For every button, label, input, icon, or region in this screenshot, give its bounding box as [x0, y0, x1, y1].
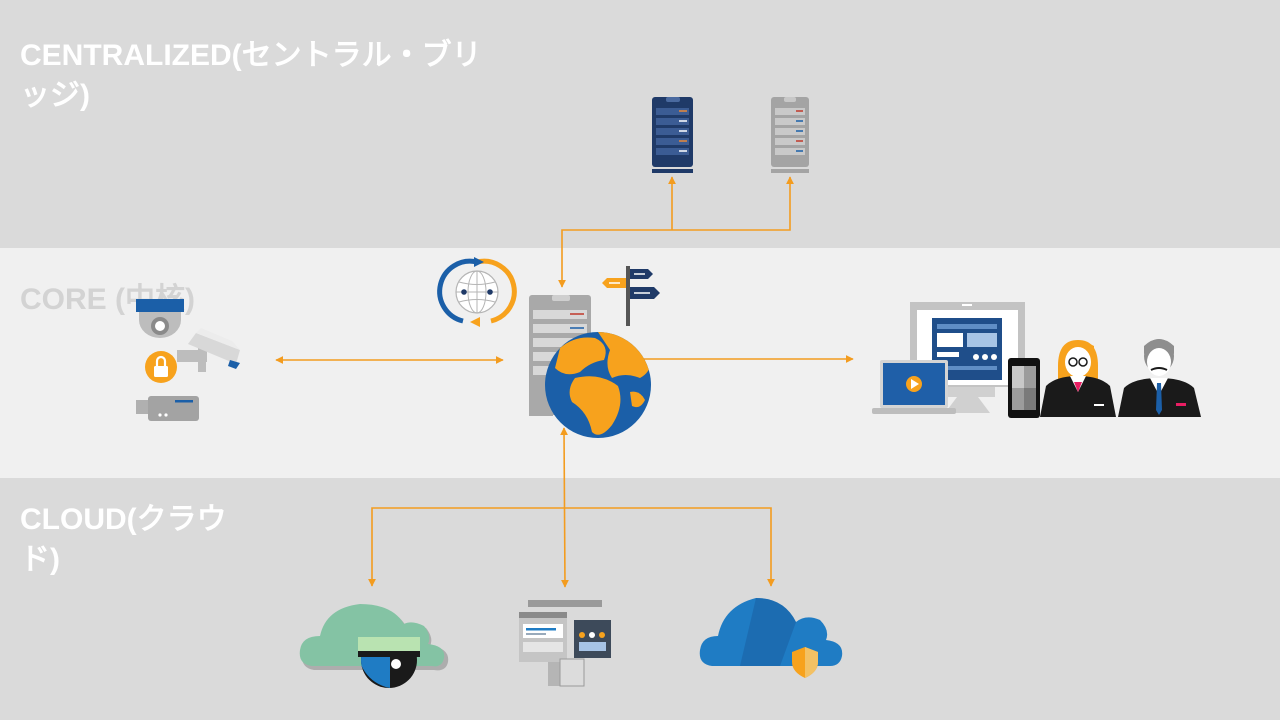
- arrow-to-core-server: [558, 229, 672, 288]
- arrow-to-left-cloud: [368, 507, 565, 587]
- man-user-icon: [1118, 339, 1201, 417]
- shield-cloud-icon: [699, 598, 843, 678]
- core-server-globe-icon: [529, 295, 651, 438]
- gray-server-icon: [771, 97, 809, 173]
- app-windows-icon: [519, 600, 611, 687]
- woman-user-icon: [1040, 340, 1116, 417]
- arrow-to-right-cloud: [565, 507, 775, 587]
- arrow-to-gray-server: [672, 176, 794, 231]
- cloud-label: CLOUD(クラウド): [20, 503, 227, 576]
- box-camera-icon: [136, 396, 199, 421]
- camera-cloud-icon: [299, 604, 449, 688]
- centralized-band: [0, 0, 1280, 248]
- cloud-band: [0, 478, 1280, 720]
- sync-globe-icon: [437, 257, 517, 327]
- dome-camera-icon: [136, 299, 184, 338]
- navy-server-icon: [652, 97, 693, 173]
- lock-icon: [145, 351, 177, 383]
- bullet-camera-icon: [177, 328, 240, 372]
- centralized-label: CENTRALIZED(セントラル・ブリッジ): [20, 39, 482, 112]
- laptop-icon: [872, 360, 956, 414]
- phone-icon: [1008, 358, 1040, 418]
- signpost-icon: [602, 266, 660, 326]
- connectors: [275, 176, 854, 588]
